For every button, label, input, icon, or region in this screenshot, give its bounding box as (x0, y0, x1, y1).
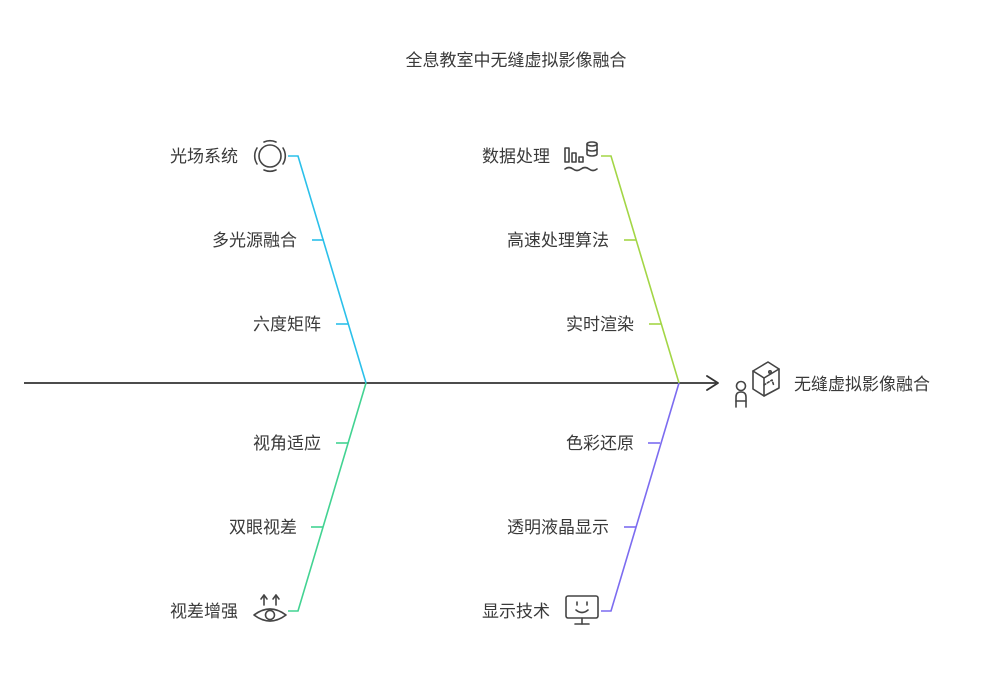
diagram-title: 全息教室中无缝虚拟影像融合 (406, 51, 627, 71)
effect-label: 无缝虚拟影像融合 (794, 375, 930, 395)
category-label: 光场系统 (170, 147, 238, 167)
branch-line-data-processing (601, 155, 680, 384)
ring-icon (253, 139, 287, 173)
cause-label: 多光源融合 (212, 231, 297, 251)
eye-icon (253, 594, 287, 622)
person-icon (735, 380, 747, 408)
branch-line-view-angle (288, 382, 367, 612)
cause-label: 六度矩阵 (253, 315, 321, 335)
category-label: 数据处理 (482, 147, 550, 167)
cause-label: 视角适应 (253, 434, 321, 454)
monitor-icon (565, 595, 599, 625)
cause-label: 高速处理算法 (507, 231, 609, 251)
branch-line-display (601, 382, 680, 612)
cause-label: 色彩还原 (566, 434, 634, 454)
category-label: 显示技术 (482, 602, 550, 622)
branch-light-field: 光场系统 多光源融合 六度矩阵 (170, 139, 367, 384)
branch-data-processing: 数据处理 高速处理算法 实时渲染 (482, 141, 680, 384)
hologram-box-icon (752, 361, 780, 397)
category-label: 视差增强 (170, 602, 238, 622)
branch-display: 色彩还原 透明液晶显示 显示技术 (482, 382, 680, 625)
cause-label: 实时渲染 (566, 315, 634, 335)
branch-line-light-field (288, 155, 367, 384)
spine-arrowhead (706, 375, 719, 391)
branch-view-angle: 视角适应 双眼视差 视差增强 (170, 382, 367, 622)
effect-head: 无缝虚拟影像融合 (735, 361, 930, 408)
cause-label: 透明液晶显示 (507, 518, 609, 538)
data-chart-icon (564, 141, 598, 172)
cause-label: 双眼视差 (229, 518, 297, 538)
